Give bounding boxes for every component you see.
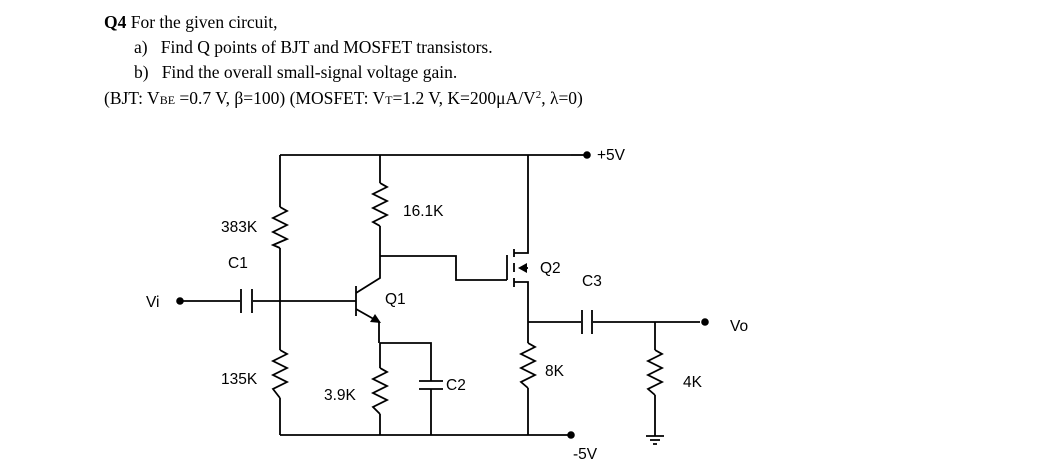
- capacitor-c1-plates: [240, 289, 253, 313]
- resistor-rc-zigzag: [370, 182, 390, 227]
- q1-label: Q1: [385, 291, 406, 308]
- part-b-text: Find the overall small-signal voltage ga…: [161, 62, 458, 82]
- bjt-q1-collector-lead: [355, 256, 381, 294]
- part-a-text: Find Q points of BJT and MOSFET transist…: [160, 37, 493, 57]
- resistor-r2-zigzag: [270, 349, 290, 399]
- mosfet-q2-drain-source-leads: [514, 155, 529, 322]
- rs-label: 8K: [545, 363, 565, 380]
- ground-icon: [646, 435, 664, 445]
- part-b: b) Find the overall small-signal voltage…: [134, 62, 457, 83]
- vss-label: -5V: [573, 446, 598, 463]
- vt-subscript: T: [385, 93, 393, 107]
- question-heading: Q4 For the given circuit,: [104, 12, 278, 33]
- mosfet-params-end: , λ=0): [541, 88, 583, 108]
- part-a: a) Find Q points of BJT and MOSFET trans…: [134, 37, 493, 58]
- re-label: 3.9K: [324, 387, 357, 404]
- question-number: Q4: [104, 12, 127, 32]
- k-unit-superscript: 2: [535, 89, 542, 101]
- c1-label: C1: [228, 255, 248, 272]
- mosfet-q2-body-arrow: [518, 263, 527, 273]
- emitter-wire: [379, 342, 432, 435]
- question-title: For the given circuit,: [130, 12, 278, 32]
- problem-statement: Q4 For the given circuit, a) Find Q poin…: [0, 0, 1051, 115]
- resistor-rs-zigzag: [518, 342, 538, 389]
- capacitor-c2-plates: [419, 380, 443, 390]
- collector-gate-wire: [380, 255, 507, 281]
- c2-label: C2: [446, 377, 466, 394]
- vdd-label: +5V: [597, 147, 626, 164]
- resistor-re-zigzag: [370, 367, 390, 415]
- vi-label: Vi: [146, 294, 160, 311]
- rl-label: 4K: [683, 374, 703, 391]
- bjt-params-open: (BJT: V: [104, 88, 160, 108]
- vo-label: Vo: [730, 318, 748, 335]
- bjt-params-rest: =0.7 V, β=100) (MOSFET: V: [175, 88, 386, 108]
- rc-label: 16.1K: [403, 203, 444, 220]
- part-a-marker: a): [134, 37, 148, 57]
- bjt-q1-emitter-lead: [355, 308, 380, 343]
- r1-label: 383K: [221, 219, 258, 236]
- vo-terminal: [701, 318, 709, 326]
- resistor-rl-zigzag: [645, 349, 665, 396]
- vss-terminal: [567, 431, 575, 439]
- part-b-marker: b): [134, 62, 149, 82]
- q2-label: Q2: [540, 260, 561, 277]
- c3-label: C3: [582, 273, 602, 290]
- mosfet-params-rest: =1.2 V, K=200μA/V: [392, 88, 536, 108]
- device-parameters: (BJT: VBE =0.7 V, β=100) (MOSFET: VT=1.2…: [104, 88, 583, 109]
- r2-label: 135K: [221, 371, 258, 388]
- bjt-q1-emitter-arrow: [370, 314, 381, 323]
- resistor-r1-zigzag: [270, 206, 290, 249]
- vbe-subscript: BE: [159, 93, 176, 107]
- capacitor-c3-plates: [581, 310, 593, 334]
